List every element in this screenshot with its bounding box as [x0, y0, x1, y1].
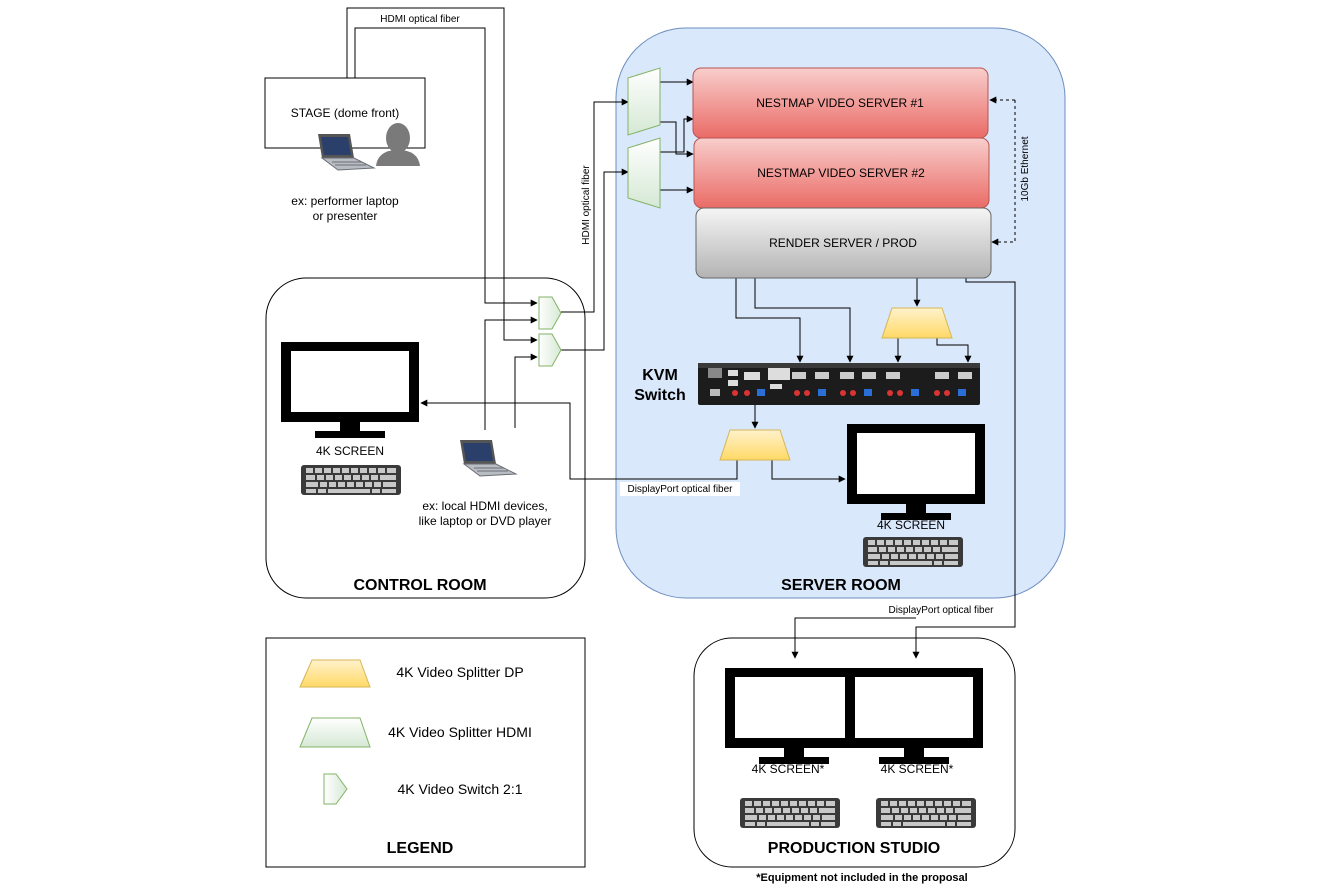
prod-screen1-label: 4K SCREEN*	[752, 762, 825, 776]
prod-screen2-label: 4K SCREEN*	[881, 762, 954, 776]
production-monitor-2-icon	[845, 668, 983, 764]
local-devices-line1: ex: local HDMI devices,	[422, 499, 547, 513]
production-studio-panel	[693, 637, 1016, 868]
performer-caption-line2: or presenter	[313, 209, 378, 223]
control-screen-label: 4K SCREEN	[316, 444, 384, 458]
dp-fiber-mid-label: DisplayPort optical fiber	[627, 484, 733, 495]
production-keyboard-2-icon	[876, 798, 976, 828]
legend-item-dp-splitter: 4K Video Splitter DP	[396, 664, 523, 680]
production-studio-title: PRODUCTION STUDIO	[768, 840, 940, 857]
dp-fiber-right-label: DisplayPort optical fiber	[888, 605, 994, 616]
legend-title: LEGEND	[387, 840, 454, 857]
hdmi-fiber-top-label: HDMI optical fiber	[380, 14, 460, 25]
legend-item-hdmi-splitter: 4K Video Splitter HDMI	[388, 724, 532, 740]
legend-dp-splitter-icon	[299, 659, 371, 688]
ethernet-label: 10Gb Ethernet	[1020, 136, 1031, 201]
footnote: *Equipment not included in the proposal	[756, 872, 967, 884]
hdmi-switch-1	[538, 296, 562, 330]
legend-item-hdmi-switch: 4K Video Switch 2:1	[397, 781, 522, 797]
kvm-label-line1: KVM	[642, 367, 678, 384]
production-monitor-1-icon	[725, 668, 863, 764]
local-laptop-icon	[459, 439, 517, 477]
server2-label: NESTMAP VIDEO SERVER #2	[757, 166, 925, 180]
production-keyboard-1-icon	[740, 798, 840, 828]
hdmi-fiber-vertical-label: HDMI optical fiber	[581, 165, 592, 245]
connection-lines	[346, 7, 1016, 659]
render-label: RENDER SERVER / PROD	[769, 236, 917, 250]
ethernet-lines	[989, 96, 1016, 246]
person-icon	[376, 123, 420, 166]
kvm-label-line2: Switch	[634, 387, 686, 404]
control-room-title: CONTROL ROOM	[353, 577, 486, 594]
stage-label: STAGE (dome front)	[291, 106, 399, 120]
legend-hdmi-switch-icon	[323, 773, 348, 805]
legend-hdmi-splitter-icon	[299, 717, 371, 748]
hdmi-splitter-2	[627, 137, 661, 209]
hdmi-splitter-1	[627, 67, 661, 136]
server-room-title: SERVER ROOM	[781, 577, 901, 594]
hdmi-switch-2	[538, 333, 562, 367]
render-server	[695, 207, 992, 279]
control-room-keyboard-icon	[301, 465, 401, 495]
performer-caption-line1: ex: performer laptop	[291, 194, 399, 208]
dp-splitter-render	[881, 307, 953, 339]
server-screen-label: 4K SCREEN	[877, 518, 945, 532]
server-room-keyboard-icon	[863, 537, 963, 567]
local-devices-line2: like laptop or DVD player	[419, 514, 552, 528]
control-room-monitor-icon	[281, 342, 419, 438]
kvm-switch-icon	[698, 363, 980, 405]
control-room-panel	[265, 277, 586, 599]
legend-panel	[265, 637, 586, 868]
server1-label: NESTMAP VIDEO SERVER #1	[756, 96, 924, 110]
dp-splitter-kvm	[719, 429, 791, 461]
